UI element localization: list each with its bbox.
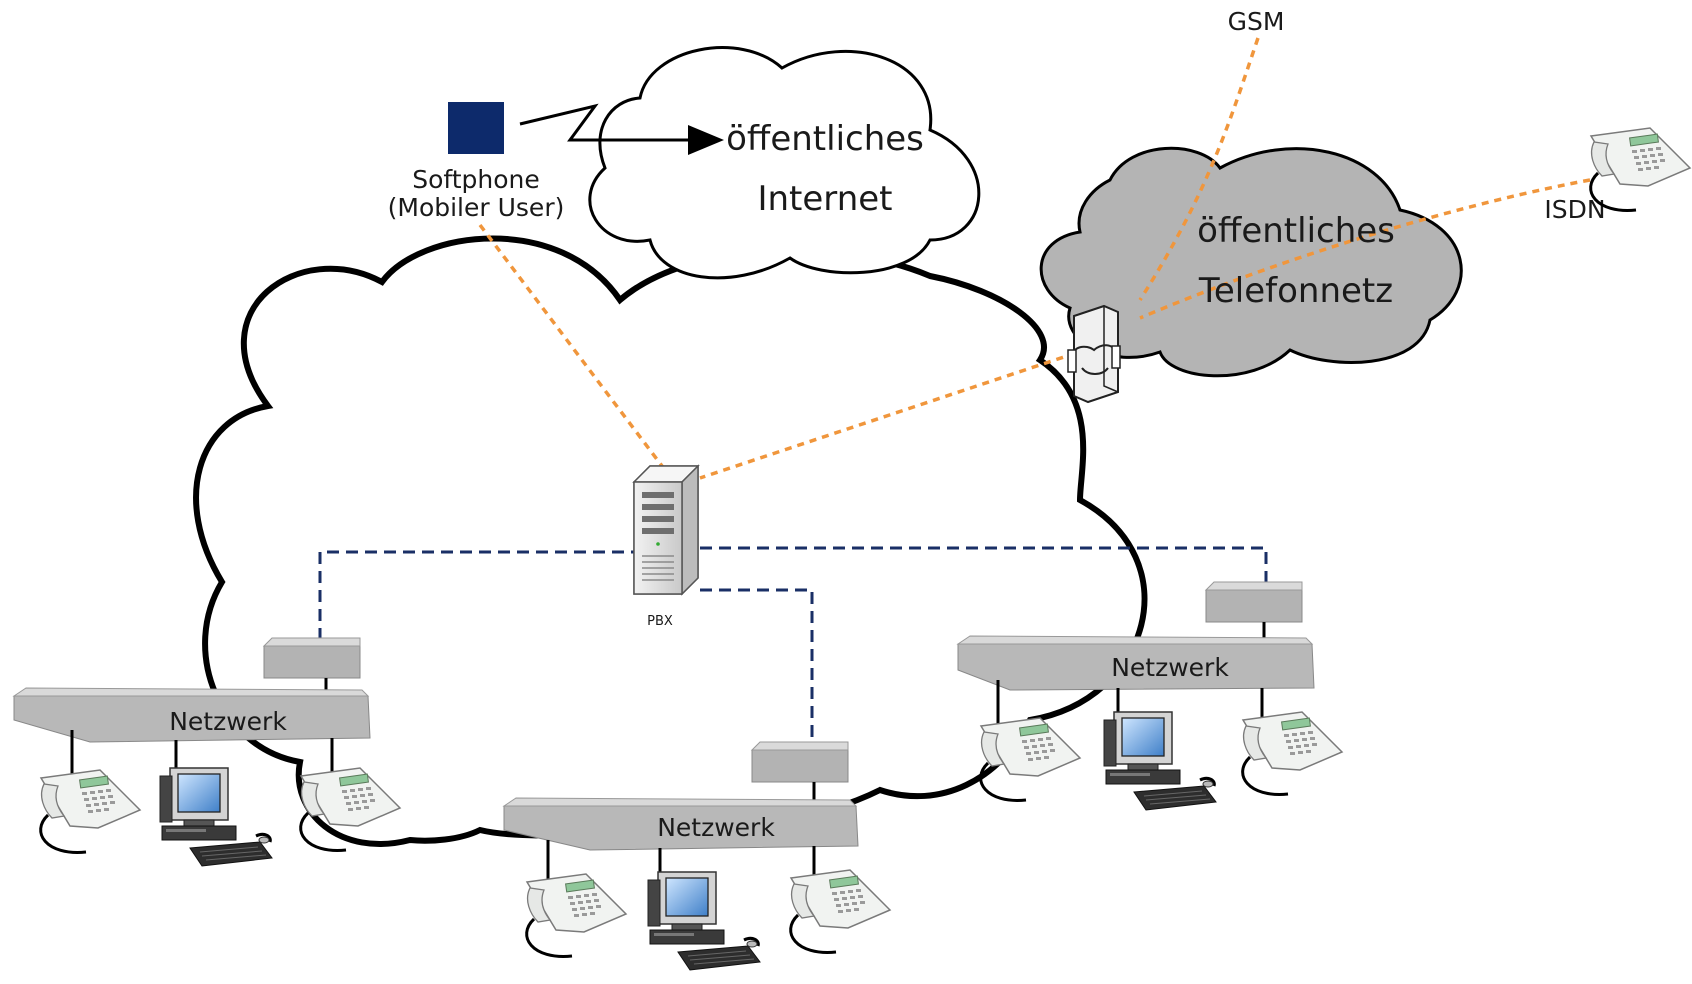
- internet-label-line1: öffentliches: [726, 119, 924, 159]
- left-drops: [70, 730, 334, 776]
- gateway-icon: [1067, 304, 1121, 404]
- left-network-label: Netzwerk: [169, 707, 287, 736]
- right-phone-1-icon: [979, 716, 1082, 802]
- middle-network-label: Netzwerk: [657, 813, 775, 842]
- pbx-server-icon: [632, 464, 700, 596]
- right-small-switch-icon: [1205, 581, 1303, 623]
- internet-cloud: [588, 46, 981, 280]
- softphone-label-line1: Softphone: [412, 165, 540, 194]
- pstn-cloud: [1039, 146, 1463, 378]
- softphone-square-icon: [448, 102, 504, 154]
- middle-computer-icon: [646, 870, 762, 972]
- left-network-switch-icon: [12, 687, 371, 743]
- left-phone-1-icon: [39, 768, 142, 854]
- navy-links: [318, 546, 1268, 742]
- right-computer-icon: [1102, 710, 1218, 812]
- right-network-switch-icon: [956, 635, 1315, 691]
- internet-label-line2: Internet: [757, 179, 892, 219]
- middle-phone-1-icon: [525, 872, 628, 958]
- gsm-label: GSM: [1228, 7, 1285, 36]
- left-small-switch-icon: [263, 637, 361, 679]
- middle-small-switch-icon: [751, 741, 849, 783]
- pbx-label: PBX: [647, 614, 673, 629]
- middle-drops: [546, 840, 816, 880]
- middle-network-switch-icon: [502, 797, 859, 851]
- right-network-label: Netzwerk: [1111, 653, 1229, 682]
- right-phone-2-icon: [1241, 710, 1344, 796]
- pstn-label-line2: Telefonnetz: [1198, 271, 1393, 311]
- softphone-label-line2: (Mobiler User): [388, 193, 565, 222]
- orange-links: [478, 37, 1591, 480]
- wireless-link: [519, 103, 724, 155]
- pstn-label-line1: öffentliches: [1197, 211, 1395, 251]
- middle-phone-2-icon: [789, 868, 892, 954]
- left-computer-icon: [158, 766, 274, 868]
